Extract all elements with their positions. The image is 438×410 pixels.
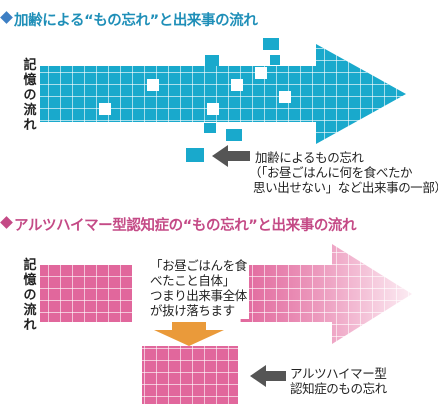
section-title-normal: 加齢による“もの忘れ”と出来事の流れ	[14, 13, 258, 29]
section-title-alzheimer: アルツハイマー型認知症の“もの忘れ”と出来事の流れ	[14, 218, 357, 234]
note-alzheimer: アルツハイマー型 認知症のもの忘れ	[290, 366, 387, 396]
memory-flow-arrow-normal	[40, 44, 406, 144]
memory-flow-label-normal: 記憶の流れ	[23, 58, 37, 133]
note-normal: 加齢によるもの忘れ （「お昼ごはんに何を食べたか 思い出せない」など出来事の一部…	[249, 150, 438, 195]
note-line: べたこと自体」	[150, 273, 235, 288]
dropped-memory-block	[142, 346, 238, 404]
pointer-arrow-icon	[212, 145, 250, 167]
memory-flow-arrow-alzheimer	[40, 244, 412, 344]
note-line: が抜け落ちます	[150, 303, 235, 318]
pointer-arrow-icon	[250, 365, 286, 387]
memory-flow-label-alzheimer: 記憶の流れ	[23, 258, 37, 333]
note-line: 思い出せない」など出来事の一部）	[253, 180, 438, 195]
note-line: 認知症のもの忘れ	[290, 381, 387, 396]
note-line: つまり出来事全体	[150, 288, 247, 303]
note-line: アルツハイマー型	[290, 366, 387, 381]
memory-fragments-normal	[186, 38, 280, 162]
note-line: 「お昼ごはんを食	[150, 258, 247, 273]
down-arrow-icon	[154, 322, 224, 346]
memory-gaps-normal	[99, 67, 291, 115]
note-line: （「お昼ごはんに何を食べたか	[249, 165, 413, 180]
note-line: 加齢によるもの忘れ	[255, 150, 364, 165]
note-center-alzheimer: 「お昼ごはんを食 べたこと自体」 つまり出来事全体 が抜け落ちます	[148, 257, 249, 319]
